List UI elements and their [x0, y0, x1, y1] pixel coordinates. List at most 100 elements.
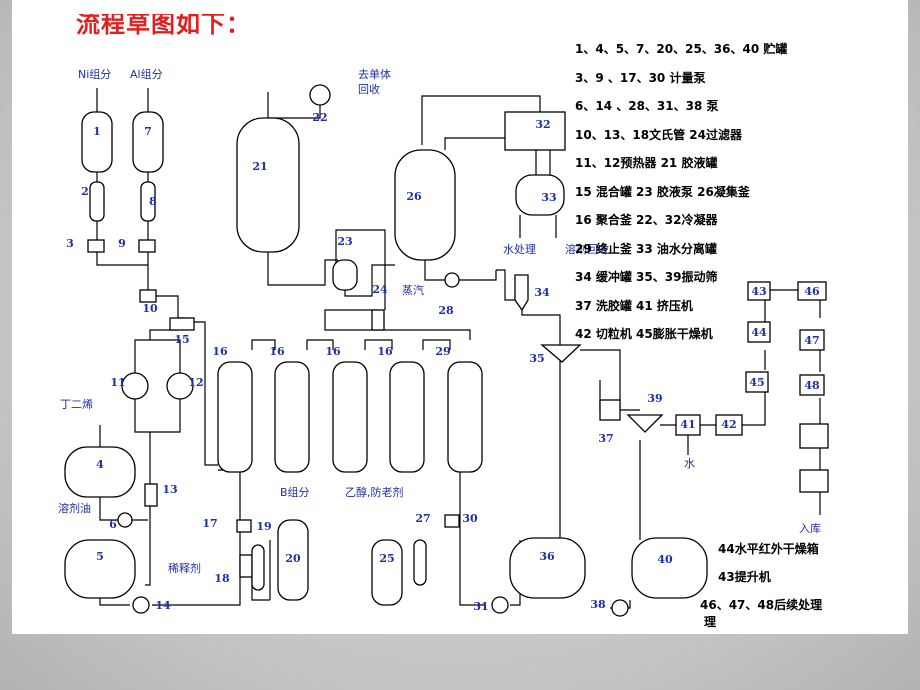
label-14: 14 — [155, 599, 171, 612]
venturi-13 — [144, 483, 158, 507]
label-4: 4 — [96, 458, 104, 471]
dryer-45 — [745, 371, 769, 393]
tank-4 — [64, 446, 136, 498]
label-2: 2 — [81, 185, 89, 198]
label-5: 5 — [96, 550, 104, 563]
screen-39 — [626, 414, 664, 433]
label-19: 19 — [256, 520, 271, 533]
dryer-44 — [747, 321, 771, 343]
legend-line-2: 3、9 、17、30 计量泵 — [575, 70, 705, 85]
filter-27 — [413, 539, 427, 586]
pump-28 — [444, 272, 460, 288]
legend: 1、4、5、7、20、25、36、40 贮罐 3、9 、17、30 计量泵 6、… — [575, 41, 822, 629]
filter-2 — [89, 181, 105, 222]
label-water-treat: 水处理 — [503, 243, 536, 256]
reactor-29 — [447, 361, 483, 473]
legend-line-10: 37 洗胶罐 41 挤压机 — [575, 298, 693, 313]
screen-35 — [540, 344, 582, 363]
condenser-22 — [309, 84, 331, 106]
slide-title: 流程草图如下： — [76, 10, 251, 38]
label-11: 11 — [110, 376, 125, 389]
label-40: 40 — [657, 553, 673, 566]
label-27: 27 — [415, 512, 430, 525]
mixer-15 — [169, 317, 195, 331]
reactor-16a — [217, 361, 253, 473]
pump-3 — [87, 239, 105, 253]
label-38: 38 — [590, 598, 606, 611]
label-48: 48 — [804, 379, 820, 392]
label-9: 9 — [118, 237, 126, 250]
vessel-26 — [394, 149, 456, 261]
label-24: 24 — [372, 283, 388, 296]
label-16d: 16 — [377, 345, 393, 358]
filter-8 — [140, 181, 156, 222]
label-recycle2: 回收 — [358, 82, 380, 96]
vessel-21 — [236, 117, 300, 253]
tank-40 — [631, 537, 708, 599]
label-recycle: 去单体 — [358, 67, 391, 81]
tank-7 — [132, 111, 164, 173]
reactor-16c — [332, 361, 368, 473]
tank-36 — [509, 537, 586, 599]
label-al: Al组分 — [130, 67, 163, 81]
tank-1 — [81, 111, 113, 173]
pump-23 — [332, 259, 358, 291]
condenser-32 — [504, 111, 566, 151]
label-17: 17 — [202, 517, 217, 530]
legend-line-1: 1、4、5、7、20、25、36、40 贮罐 — [575, 41, 787, 56]
wash-tank-37 — [599, 399, 621, 421]
label-solvent-recycle: 溶剂回收 — [565, 242, 609, 256]
label-16b: 16 — [269, 345, 285, 358]
label-1: 1 — [93, 125, 101, 138]
label-37: 37 — [598, 432, 613, 445]
label-47: 47 — [804, 334, 819, 347]
note-44: 44水平红外干燥箱 — [718, 541, 819, 556]
label-7: 7 — [144, 125, 152, 138]
separator-33 — [515, 174, 565, 216]
label-22: 22 — [312, 111, 327, 124]
filter-24 — [371, 309, 385, 331]
stream-labels: Ni组分 Al组分 去单体 回收 丁二烯 溶剂油 稀释剂 B组分 乙醇,防老剂 … — [58, 67, 821, 575]
label-b-comp: B组分 — [280, 485, 310, 499]
label-25: 25 — [379, 552, 394, 565]
label-31: 31 — [473, 600, 488, 613]
heater-19 — [251, 544, 265, 591]
legend-line-5: 11、12预热器 21 胶液罐 — [575, 155, 717, 170]
note-46-48: 46、47、48后续处理 — [700, 597, 822, 612]
legend-line-7: 16 聚合釜 22、32冷凝器 — [575, 212, 718, 227]
label-29: 29 — [435, 345, 450, 358]
label-steam: 蒸汽 — [402, 283, 424, 297]
label-diluent: 稀释剂 — [168, 561, 201, 575]
label-35: 35 — [529, 352, 544, 365]
extruder-41 — [675, 414, 701, 436]
label-water: 水 — [684, 457, 695, 470]
label-6: 6 — [109, 518, 117, 531]
label-43: 43 — [751, 285, 766, 298]
pump-14 — [132, 596, 150, 614]
unit-48 — [799, 374, 825, 396]
label-3: 3 — [66, 237, 74, 250]
unit-46 — [797, 281, 827, 301]
label-28: 28 — [438, 304, 454, 317]
pump-17 — [236, 519, 252, 533]
label-30: 30 — [462, 512, 478, 525]
label-36: 36 — [539, 550, 555, 563]
legend-line-9: 34 缓冲罐 35、39振动筛 — [575, 269, 717, 284]
label-34: 34 — [534, 286, 550, 299]
label-45: 45 — [749, 376, 764, 389]
legend-line-11: 42 切粒机 45膨胀干燥机 — [575, 326, 713, 341]
label-41: 41 — [680, 418, 695, 431]
venturi-10 — [139, 289, 157, 303]
label-ni: Ni组分 — [78, 67, 111, 81]
note-cont: 理 — [704, 615, 716, 629]
heater-11 — [121, 372, 149, 400]
label-20: 20 — [285, 552, 301, 565]
label-10: 10 — [142, 302, 158, 315]
label-33: 33 — [541, 191, 556, 204]
equipment-group — [64, 84, 829, 617]
label-18: 18 — [214, 572, 230, 585]
label-storage: 入库 — [799, 522, 821, 535]
venturi-18 — [239, 554, 253, 578]
label-26: 26 — [406, 190, 422, 203]
legend-line-6: 15 混合罐 23 胶液泵 26凝集釜 — [575, 184, 751, 199]
